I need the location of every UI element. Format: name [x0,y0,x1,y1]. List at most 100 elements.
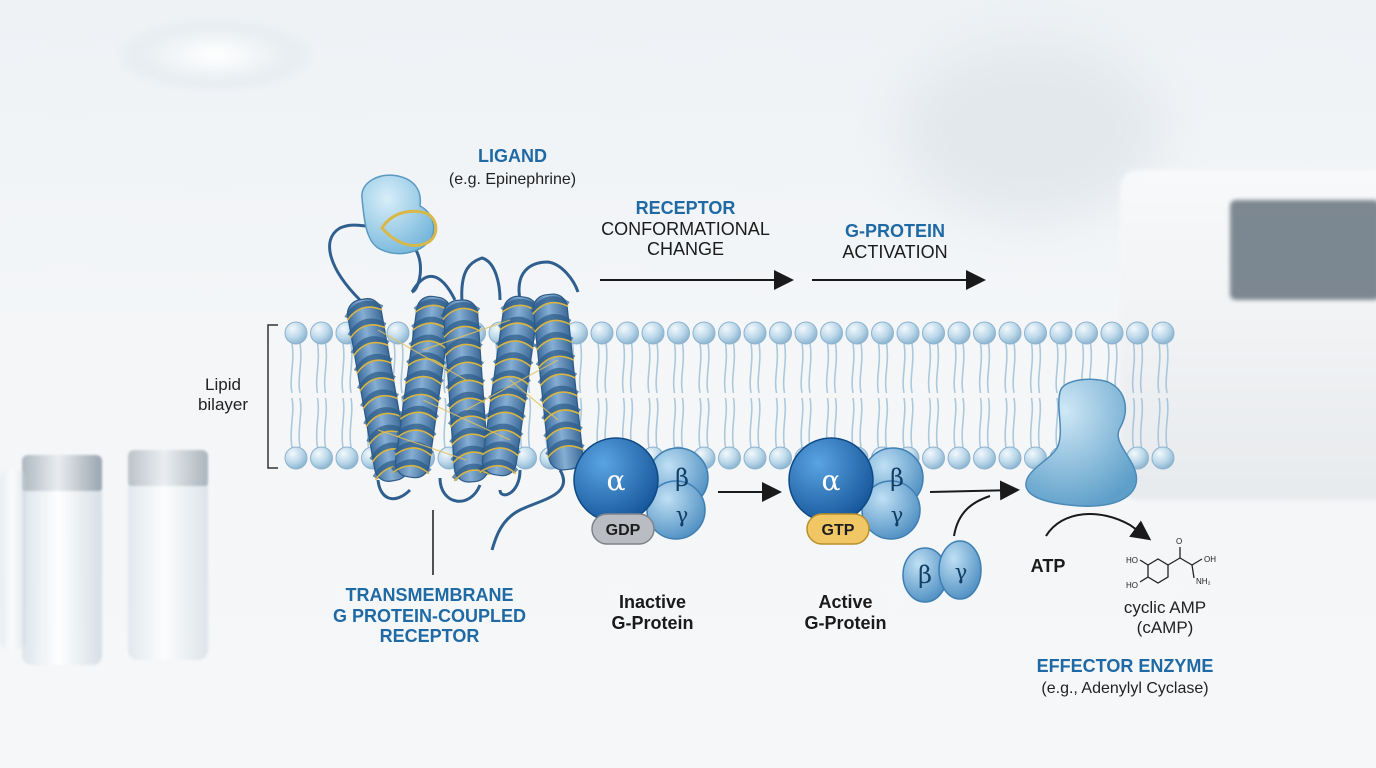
released-gamma-label: γ [955,560,968,584]
lipid-head [336,447,358,469]
lipid-tail [776,398,778,448]
lipid-tail [1039,343,1041,393]
camp-oh: OH [1204,555,1216,564]
lipid-tail [291,398,293,448]
bilayer-bracket [268,325,278,468]
lipid-tail [1013,398,1015,448]
lipid-tail [350,343,352,393]
inactive-beta-label: β [675,464,689,492]
lipid-bilayer-label: Lipid bilayer [188,375,258,414]
lipid-head [846,322,868,344]
receptor-line1: TRANSMEMBRANE [292,585,567,606]
lipid-tail [911,343,913,393]
lipid-tail [656,343,658,393]
ligand-example: (e.g. Epinephrine) [430,171,595,189]
lipid-line1: Lipid [188,375,258,395]
receptor-change-line3: CHANGE [578,239,793,260]
released-beta-gamma-dimer [903,541,981,602]
lipid-tail [1115,343,1117,393]
lipid-head [770,322,792,344]
lipid-tail [648,343,650,393]
lipid-head [719,447,741,469]
lipid-tail [1005,398,1007,448]
lipid-head [744,322,766,344]
lipid-tail [827,343,829,393]
lipid-head [311,322,333,344]
ligand-title: LIGAND [430,146,595,167]
camp-ho-bottom: HO [1126,581,1138,590]
lipid-tail [809,343,811,393]
lipid-tail [725,398,727,448]
lipid-head [744,447,766,469]
lipid-head [668,322,690,344]
lipid-tail [860,398,862,448]
active-line2: G-Protein [778,613,913,634]
lipid-tail [682,398,684,448]
lipid-head [617,322,639,344]
lipid-head [923,447,945,469]
lipid-tail [776,343,778,393]
lipid-head [948,447,970,469]
lipid-head [770,447,792,469]
lipid-head [795,322,817,344]
lipid-line2: bilayer [188,395,258,415]
lipid-tail [674,343,676,393]
lipid-tail [631,343,633,393]
lipid-head [693,322,715,344]
gprotein-activation-title: G-PROTEIN [820,221,970,242]
receptor-change-label: RECEPTOR CONFORMATIONAL CHANGE [578,198,793,260]
lipid-tail [699,398,701,448]
effector-enzyme [1026,379,1137,506]
lipid-tail [1039,398,1041,448]
lipid-tail [1133,398,1135,448]
lipid-tail [401,343,403,393]
inactive-alpha-label: α [607,464,626,497]
lipid-head [974,322,996,344]
lipid-tail [317,398,319,448]
lipid-tail [733,343,735,393]
lipid-tail [784,343,786,393]
lipid-tail [733,398,735,448]
transmembrane-helix [531,293,585,472]
lipid-tail [929,343,931,393]
lipid-tail [1056,398,1058,448]
lipid-tail [962,343,964,393]
lipid-tail [299,398,301,448]
gtp-label: GTP [822,522,855,539]
lipid-head [642,322,664,344]
camp-nh2: NH₂ [1196,577,1211,586]
ligand-label: LIGAND (e.g. Epinephrine) [430,146,595,189]
lipid-tail [809,398,811,448]
lipid-head [719,322,741,344]
gprotein-activation-line2: ACTIVATION [820,242,970,263]
lipid-head [948,322,970,344]
lipid-tail [784,398,786,448]
lipid-head [1076,322,1098,344]
lipid-tail [1031,398,1033,448]
lipid-tail [911,398,913,448]
receptor-change-line2: CONFORMATIONAL [578,219,793,240]
lipid-head [999,322,1021,344]
gdp-label: GDP [606,522,641,539]
receptor-change-title: RECEPTOR [578,198,793,219]
lipid-tail [325,398,327,448]
lipid-tail [758,343,760,393]
lipid-tail [886,398,888,448]
lipid-head [923,322,945,344]
lipid-tail [1013,343,1015,393]
camp-label: cyclic AMP (cAMP) [1105,598,1225,637]
lipid-tail [1158,398,1160,448]
receptor-line2: G PROTEIN-COUPLED [292,606,567,627]
lipid-tail [835,343,837,393]
lipid-tail [988,343,990,393]
lipid-tail [1141,343,1143,393]
lipid-head [285,447,307,469]
active-beta-label: β [890,464,904,492]
effector-label: EFFECTOR ENZYME (e.g., Adenylyl Cyclase) [1005,656,1245,698]
lipid-tail [699,343,701,393]
lipid-tail [852,343,854,393]
inactive-line2: G-Protein [585,613,720,634]
inactive-gprotein-label: Inactive G-Protein [585,592,720,633]
lipid-tail [801,398,803,448]
lipid-tail [1005,343,1007,393]
